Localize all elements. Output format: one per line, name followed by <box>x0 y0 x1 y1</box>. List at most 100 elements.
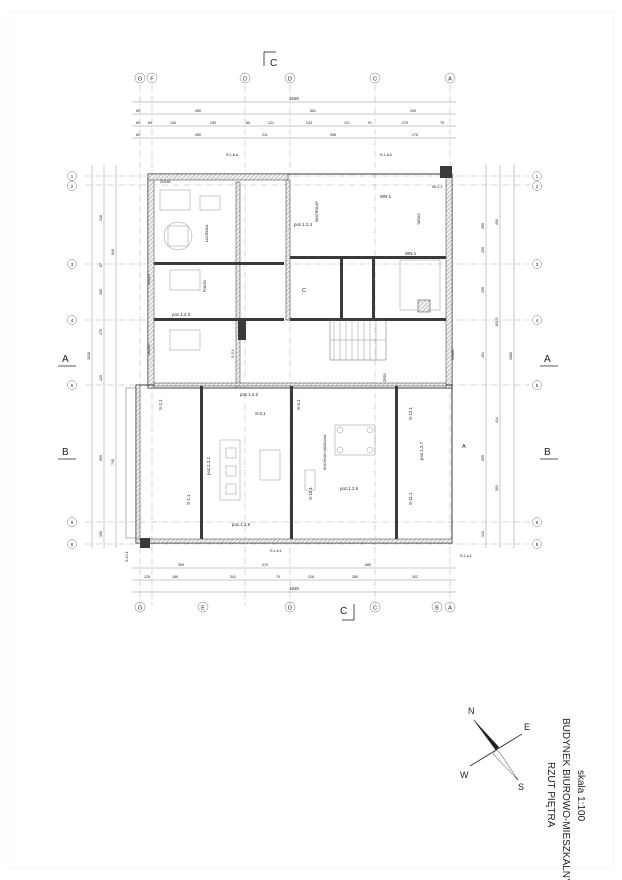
compass-n: N <box>468 706 475 716</box>
section-marker-a-right: A <box>540 354 558 367</box>
dim-bot-r2-3: 70 <box>276 575 280 579</box>
tag-s111: S-11.1 <box>408 492 413 505</box>
grid-row-right-4: 5 <box>536 383 539 388</box>
svg-text:C: C <box>340 606 347 617</box>
dim-left-3: 165 <box>99 289 103 295</box>
room-wiatrolap: WIATROŁAP <box>315 200 319 222</box>
compass-rose-icon: N S E W <box>460 706 530 792</box>
room-labels: 2N180 2N210 2N180 2N180 poz.1.2.4 poz.1.… <box>147 180 455 527</box>
room-poz125: poz.1.2.5 <box>232 522 251 527</box>
room-poz126: poz.1.2.6 <box>340 486 359 491</box>
dim-top-r1-0: 60 <box>136 109 140 113</box>
dim-left-6: 745 <box>111 459 115 465</box>
room-poz121: poz.1.2.1 <box>206 456 211 475</box>
svg-text:A: A <box>62 354 69 365</box>
dim-top-r2-5: 121 <box>268 121 274 125</box>
dim-right-9: 142 <box>481 531 485 537</box>
dim-bot-r2-6: 302 <box>412 575 418 579</box>
tag-s51: S-5.1 <box>231 349 235 358</box>
tag-r18b: R-1.8.b <box>380 153 392 157</box>
dim-left-5: 120 <box>99 375 103 381</box>
dim-top-r2-8: 91 <box>368 121 372 125</box>
grid-row-right-0: 1 <box>536 174 539 179</box>
grid-row-right-1: 2 <box>536 184 539 189</box>
tag-a-mid: A <box>462 444 466 450</box>
dim-bot-r2-0: 125 <box>144 575 150 579</box>
sheet-border <box>7 11 615 869</box>
dim-right-3: 295 <box>481 287 485 293</box>
grid-row-left-1: 2 <box>71 184 74 189</box>
dim-top-r3-0: 60 <box>136 133 140 137</box>
tag-sb11: Sb-1.1 <box>432 185 443 189</box>
section-marker-a-left: A <box>58 354 76 367</box>
dimensions-right: 1580 395 400 200 295 161.5 151 414 655 3… <box>481 165 515 548</box>
grid-bubbles-bottom: G E D C B A <box>134 601 456 613</box>
room-lazienka: ŁAZIENKA <box>205 224 209 242</box>
grid-col-bottom-0: G <box>138 606 142 612</box>
grid-bubbles-top: G F D D C A <box>134 72 456 84</box>
grid-bubbles-right: 1 2 3 4 5 6 8 <box>532 171 542 549</box>
svg-text:A: A <box>544 354 551 365</box>
dim-bot-r2-5: 280 <box>352 575 358 579</box>
dim-right-2: 200 <box>481 247 485 253</box>
tag-s131: S-13.1 <box>125 551 129 562</box>
grid-col-top-4: C <box>373 77 377 83</box>
title-line-3: skala 1:100 <box>575 770 586 822</box>
room-2n210: 2N210 <box>147 274 151 285</box>
title-line-1: RZUT PIĘTRA <box>545 762 556 828</box>
dim-top-r2-7: 121 <box>344 121 350 125</box>
dim-bot-r2-2: 341 <box>230 575 236 579</box>
room-taras: TARAS <box>417 213 421 225</box>
grid-row-right-3: 4 <box>536 318 539 323</box>
grid-row-left-2: 3 <box>71 262 74 267</box>
staircase <box>329 319 387 361</box>
grid-row-left-4: 5 <box>71 383 74 388</box>
grid-row-left-3: 4 <box>71 318 74 323</box>
grid-row-left-5: 6 <box>71 520 74 525</box>
tag-c-mid: C <box>302 288 306 294</box>
compass-w: W <box>460 770 469 780</box>
section-marker-c-bottom: C <box>340 604 355 621</box>
dim-right-5: 151 <box>481 352 485 358</box>
dim-right-4: 161.5 <box>495 318 499 327</box>
section-marker-b-left: B <box>58 447 76 460</box>
dim-bot-total: 1625 <box>289 586 299 591</box>
room-kuchnia: KUCHNIA+JADALNIA <box>323 434 327 470</box>
compass-e: E <box>524 722 530 732</box>
grid-row-left-0: 1 <box>71 174 74 179</box>
compass-s: S <box>518 782 524 792</box>
grid-row-right-2: 3 <box>536 262 539 267</box>
building-walls <box>125 166 453 548</box>
dim-left-4: 175 <box>99 329 103 335</box>
dim-top-r1-3: 349 <box>410 109 416 113</box>
svg-text:B: B <box>62 447 69 458</box>
dim-left-1: 640 <box>111 249 115 255</box>
dim-right-6: 414 <box>495 417 499 423</box>
dim-top-r1-1: 450 <box>195 109 201 113</box>
grid-row-left-6: 8 <box>71 542 74 547</box>
grid-col-top-5: A <box>448 77 452 83</box>
grid-lines-vertical <box>139 85 451 605</box>
tag-s41: S-4.1 <box>296 399 301 410</box>
dim-top-r2-10: 75 <box>440 121 444 125</box>
grid-col-bottom-5: A <box>448 606 452 612</box>
dim-bot-r1-1: 470 <box>262 563 268 567</box>
grid-col-top-3: D <box>288 77 292 83</box>
tag-s31: S-3.1 <box>255 411 266 416</box>
tag-r1b1: R-1.b.1 <box>270 549 282 553</box>
room-2n180c: 2N180 <box>451 349 455 360</box>
dim-top-r2-6: 243 <box>306 121 312 125</box>
dim-top-r3-1: 450 <box>195 133 201 137</box>
dim-top-r3-2: 211 <box>262 133 268 137</box>
room-2n180b: 2N180 <box>147 344 151 355</box>
tag-r1a1: R-1.a.1 <box>460 554 472 558</box>
tag-s21: S-2.1 <box>158 399 163 410</box>
dim-right-1: 400 <box>495 219 499 225</box>
dimensions-top: 1625 60 450 661 349 60 60 140 250 85 121… <box>132 96 456 139</box>
grid-col-top-0: G <box>138 77 142 83</box>
room-poz127: poz.1.2.7 <box>419 441 424 460</box>
room-poz122: poz.1.2.2 <box>240 392 259 397</box>
dim-right-7: 655 <box>481 455 485 461</box>
dim-top-r3-3: 396 <box>330 133 336 137</box>
